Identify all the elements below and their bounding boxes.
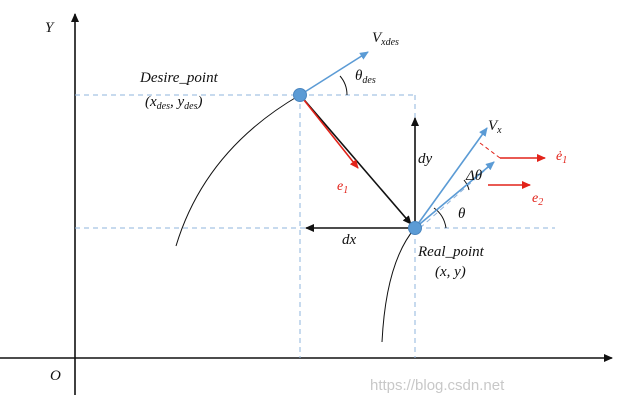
real-point-name: Real_point: [417, 244, 485, 260]
vx-vector: [414, 127, 488, 229]
theta-label: θ: [458, 206, 466, 222]
e1-label: e1: [337, 179, 348, 196]
vx-offset-vector: [414, 161, 495, 229]
desire-point-marker: [293, 88, 307, 102]
e2-label: e2: [532, 191, 543, 208]
dy-label: dy: [418, 151, 433, 167]
desire-trajectory-curve: [175, 94, 301, 247]
vxdes-label: Vxdes: [372, 30, 399, 48]
vx-label: Vx: [488, 118, 502, 136]
theta-arc: [433, 207, 447, 229]
desire-point-name: Desire_point: [139, 70, 219, 86]
e1-dot-label: ė1: [556, 149, 567, 166]
origin-label: O: [50, 368, 61, 384]
delta-theta-label: Δθ: [465, 168, 483, 184]
guide-lines: [75, 94, 555, 358]
theta-des-arc: [339, 75, 348, 96]
vxdes-vector: [299, 51, 369, 96]
error-vector: [299, 94, 412, 225]
e1-vector: [299, 94, 359, 169]
watermark-text: https://blog.csdn.net: [370, 377, 505, 394]
real-trajectory-curve: [381, 227, 416, 343]
y-axis-label: Y: [45, 20, 55, 36]
theta-des-label: θdes: [355, 68, 376, 86]
real-point-marker: [408, 221, 422, 235]
theta-dashed-guide: [479, 142, 501, 159]
real-point-coord: (x, y): [435, 264, 466, 280]
dx-label: dx: [342, 232, 357, 248]
desire-point-coord: (xdes, ydes): [145, 94, 203, 112]
